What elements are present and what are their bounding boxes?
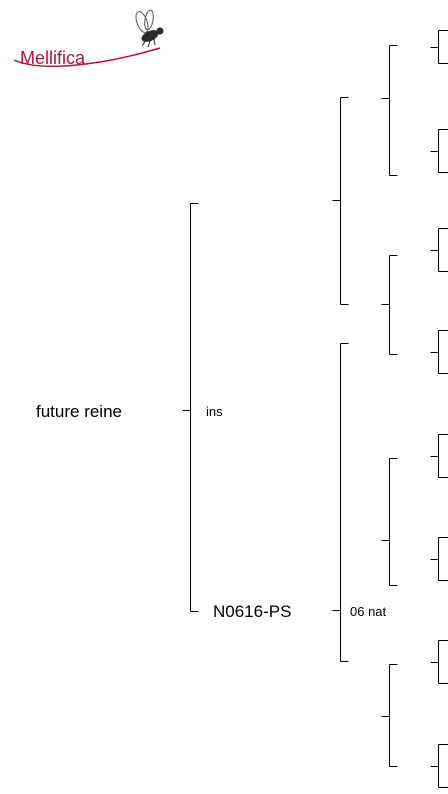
dam-label: N0616-PS xyxy=(213,602,292,621)
bee-wing xyxy=(135,11,149,33)
sire-label: ins xyxy=(206,404,223,419)
logo-swoosh xyxy=(13,47,161,67)
mellifica-logo: Mellifica xyxy=(10,2,180,72)
logo-text: Mellifica xyxy=(20,48,86,68)
bee-logo-icon xyxy=(13,9,164,67)
bee-legs xyxy=(141,38,156,48)
root-label: future reine xyxy=(36,402,122,421)
bee-body xyxy=(141,30,159,42)
bee-wing xyxy=(144,9,154,31)
dam-origin-label: 06 nat xyxy=(350,604,387,619)
bee-head xyxy=(156,27,164,35)
